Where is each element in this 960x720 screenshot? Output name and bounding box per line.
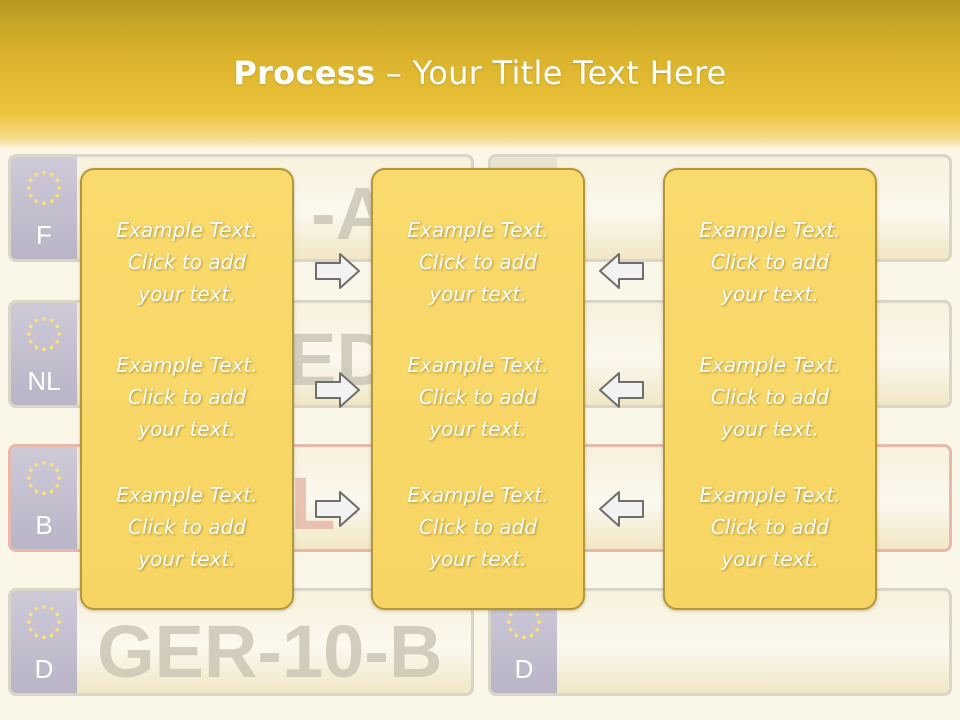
text-line: Click to add (418, 250, 538, 274)
title-rest: – Your Title Text Here (375, 54, 727, 92)
text-line: Example Text. (116, 218, 258, 242)
plate-country-code: NL (27, 366, 61, 396)
text-line: your text. (429, 547, 527, 571)
left-arrow-icon (599, 491, 644, 527)
eu-stars-icon (26, 604, 62, 640)
eu-stars-icon (26, 170, 62, 206)
text-placeholder[interactable]: Example Text. Click to add your text. (82, 479, 292, 575)
text-line: your text. (138, 547, 236, 571)
plate-country-code: D (34, 654, 54, 684)
title-bold: Process (233, 54, 376, 92)
text-placeholder[interactable]: Example Text. Click to add your text. (665, 479, 875, 575)
text-line: Example Text. (407, 218, 549, 242)
text-line: Click to add (710, 250, 830, 274)
plate-country-code: F (36, 220, 52, 250)
text-line: Click to add (710, 385, 830, 409)
text-line: Example Text. (407, 353, 549, 377)
left-arrow-icon (599, 372, 644, 408)
text-box-1[interactable]: Example Text. Click to add your text. Ex… (80, 168, 294, 610)
text-line: Example Text. (699, 218, 841, 242)
text-box-2[interactable]: Example Text. Click to add your text. Ex… (371, 168, 585, 610)
text-line: Click to add (418, 515, 538, 539)
right-arrow-icon (315, 491, 360, 527)
plate-number: GER-10-B (97, 610, 443, 693)
plate-country-code: D (514, 654, 534, 684)
text-line: Click to add (127, 385, 247, 409)
text-line: Click to add (127, 515, 247, 539)
right-arrow-icon (315, 372, 360, 408)
slide-title[interactable]: Process – Your Title Text Here (0, 54, 960, 92)
left-arrow-icon (599, 253, 644, 289)
text-placeholder[interactable]: Example Text. Click to add your text. (373, 479, 583, 575)
right-arrow-icon (315, 253, 360, 289)
text-line: Example Text. (116, 353, 258, 377)
text-line: Example Text. (699, 483, 841, 507)
text-placeholder[interactable]: Example Text. Click to add your text. (373, 349, 583, 445)
eu-stars-icon (26, 316, 62, 352)
text-line: Example Text. (407, 483, 549, 507)
eu-stars-icon (26, 460, 62, 496)
text-line: Click to add (418, 385, 538, 409)
text-line: your text. (138, 282, 236, 306)
text-placeholder[interactable]: Example Text. Click to add your text. (82, 214, 292, 310)
text-placeholder[interactable]: Example Text. Click to add your text. (665, 214, 875, 310)
text-line: your text. (721, 547, 819, 571)
text-line: your text. (138, 417, 236, 441)
text-line: Click to add (127, 250, 247, 274)
text-line: your text. (429, 282, 527, 306)
text-line: your text. (429, 417, 527, 441)
plate-country-code: B (35, 510, 53, 540)
text-line: your text. (721, 417, 819, 441)
text-placeholder[interactable]: Example Text. Click to add your text. (82, 349, 292, 445)
text-line: your text. (721, 282, 819, 306)
text-line: Click to add (710, 515, 830, 539)
header-band (0, 0, 960, 150)
text-placeholder[interactable]: Example Text. Click to add your text. (665, 349, 875, 445)
text-line: Example Text. (116, 483, 258, 507)
text-line: Example Text. (699, 353, 841, 377)
text-box-3[interactable]: Example Text. Click to add your text. Ex… (663, 168, 877, 610)
text-placeholder[interactable]: Example Text. Click to add your text. (373, 214, 583, 310)
